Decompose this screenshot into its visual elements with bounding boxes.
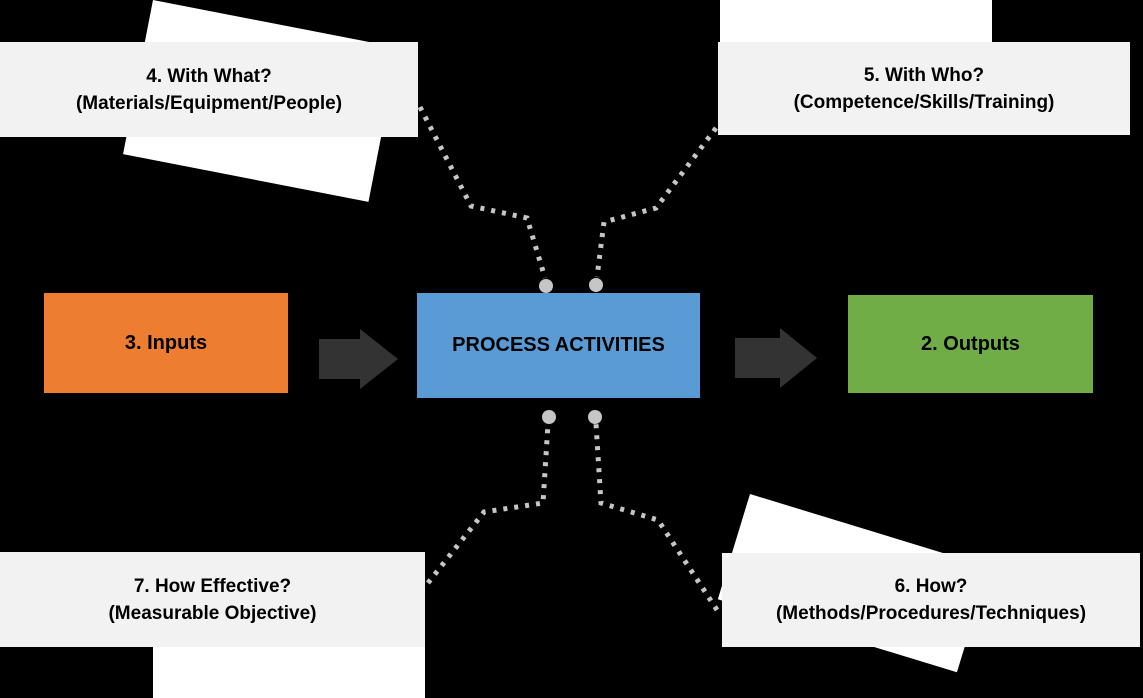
process-activities-box-label: PROCESS ACTIVITIES	[452, 334, 665, 356]
callout-how-subtitle: (Methods/Procedures/Techniques)	[775, 603, 1087, 624]
callout-with-what-title: 4. With What?	[146, 65, 272, 87]
connector-with-what	[417, 105, 548, 279]
callout-how-effective-title: 7. How Effective?	[133, 575, 292, 597]
inputs-box-label: 3. Inputs	[124, 331, 208, 354]
outputs-box: 2. Outputs	[848, 295, 1093, 393]
callout-with-what: 4. With What? (Materials/Equipment/Peopl…	[0, 42, 418, 137]
callout-how: 6. How? (Methods/Procedures/Techniques)	[722, 553, 1140, 647]
paper-decor-top-right	[720, 0, 992, 43]
callout-with-who-title: 5. With Who?	[863, 64, 985, 86]
connector-endpoint-dot-bottom-left	[542, 410, 556, 424]
connector-endpoint-dot-bottom-right	[588, 410, 602, 424]
callout-with-who: 5. With Who? (Competence/Skills/Training…	[718, 42, 1130, 135]
connector-how	[593, 423, 720, 612]
connector-how-effective	[426, 423, 551, 585]
flow-arrow-process-to-outputs-icon	[735, 328, 817, 388]
connector-with-who	[594, 126, 718, 278]
callout-with-who-subtitle: (Competence/Skills/Training)	[793, 91, 1055, 113]
connector-endpoint-dot-top-right	[589, 278, 603, 292]
callout-how-effective-subtitle: (Measurable Objective)	[108, 602, 317, 624]
flow-arrow-inputs-to-process-icon	[319, 329, 398, 389]
callout-how-title: 6. How?	[894, 576, 968, 597]
outputs-box-label: 2. Outputs	[921, 332, 1020, 355]
process-activities-box: PROCESS ACTIVITIES	[417, 293, 700, 398]
inputs-box: 3. Inputs	[44, 293, 288, 393]
callout-with-what-subtitle: (Materials/Equipment/People)	[75, 92, 343, 114]
connector-endpoint-dot-top-left	[539, 279, 553, 293]
paper-decor-bottom-left	[153, 647, 425, 698]
callout-how-effective: 7. How Effective? (Measurable Objective)	[0, 552, 425, 647]
